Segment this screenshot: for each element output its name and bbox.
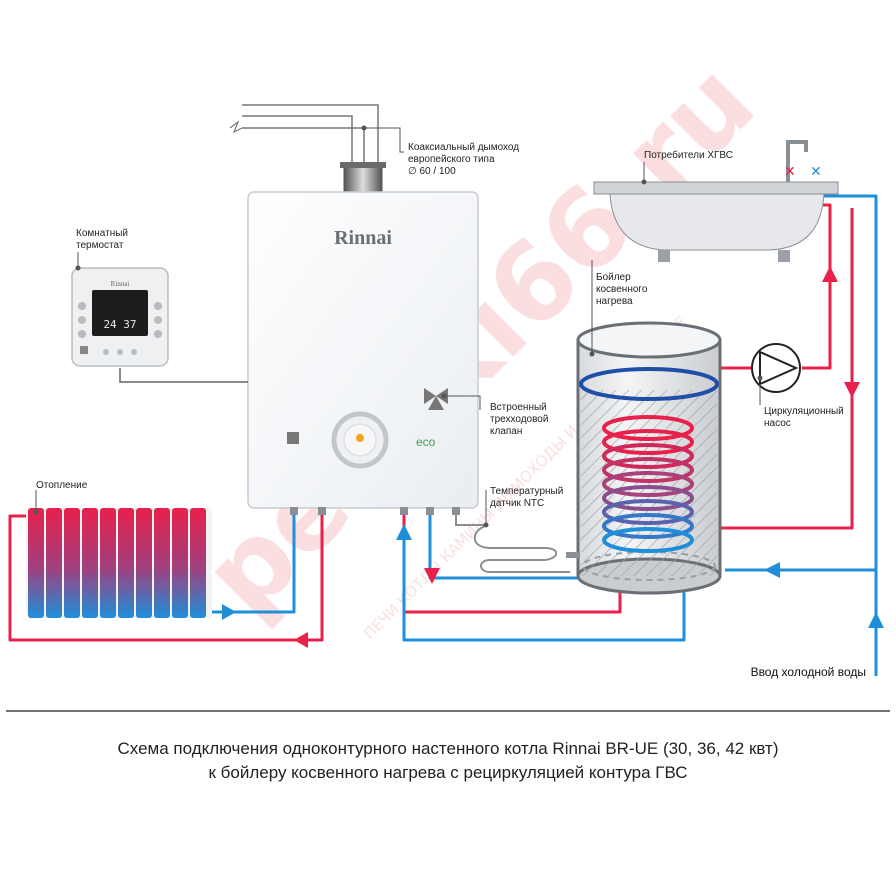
- pump-label-line2: насос: [764, 418, 791, 429]
- pump-label: Циркуляционный насос: [764, 406, 844, 429]
- valve-label-line1: Встроенный: [490, 402, 547, 413]
- coaxial-chimney: [229, 104, 386, 196]
- chimney-duct: [242, 104, 379, 169]
- pointer-chimney: [364, 127, 404, 153]
- heating-coil: [602, 415, 694, 553]
- tank-top: [576, 321, 722, 359]
- ntc-label-line1: Температурный: [490, 486, 563, 497]
- ntc-label-line2: датчик NTC: [490, 498, 544, 509]
- faucet: [786, 140, 808, 182]
- heating-return-pipe: [212, 513, 296, 614]
- arrow-heating-supply: [294, 632, 308, 648]
- arrow-coil-supply: [424, 568, 440, 584]
- chimney-break: [229, 120, 243, 134]
- pointer-valve: [444, 395, 481, 410]
- dot-thermostat: [75, 265, 81, 271]
- arrow-recirculation-down: [844, 382, 860, 398]
- heating-label: Отопление: [36, 480, 88, 491]
- thermostat-cable: [119, 368, 248, 383]
- arrow-heating-return: [222, 604, 236, 620]
- chimney-label-line3: ∅ 60 / 100: [408, 166, 456, 177]
- ntc-label: Температурный датчик NTC: [490, 486, 563, 509]
- caption-line2: к бойлеру косвенного нагрева с рециркуля…: [208, 763, 687, 782]
- dot-heating: [33, 509, 39, 515]
- cold-to-consumers-pipe: [822, 194, 878, 570]
- boiler-logo: Rinnai: [334, 227, 392, 249]
- tank-label-line3: нагрева: [596, 296, 633, 307]
- valve-label: Встроенный трехходовой клапан: [490, 402, 548, 437]
- thermostat-label-line1: Комнатный: [76, 228, 128, 239]
- chimney-label-line2: европейского типа: [408, 154, 495, 165]
- radiator-sections: [28, 508, 206, 618]
- indirect-boiler-tank: [566, 321, 722, 595]
- thermostat-display: 24 37: [103, 318, 136, 331]
- valve-label-line2: трехходовой: [490, 414, 548, 425]
- circulation-pump: [751, 343, 801, 393]
- dot-chimney: [361, 125, 367, 131]
- thermostat-brand: Rinnai: [111, 280, 130, 288]
- chimney-label-line1: Коаксиальный дымоход: [408, 142, 519, 153]
- hot-tap-icon: ✕: [784, 163, 796, 179]
- boiler-connections: [290, 507, 460, 515]
- boiler-qr-code: [287, 432, 299, 444]
- dot-ntc: [483, 522, 489, 528]
- tank-label-line2: косвенного: [596, 284, 648, 295]
- dot-tank: [589, 351, 595, 357]
- pump-icon: [759, 350, 799, 386]
- tank-water-level: [579, 367, 719, 401]
- boiler-body: [247, 191, 479, 509]
- thermostat-label: Комнатный термостат: [76, 228, 128, 251]
- ntc-sensor-cable: [455, 514, 570, 573]
- thermostat-screen: [92, 290, 148, 336]
- radiator: [26, 508, 212, 618]
- recirculation-pipe: [720, 208, 854, 530]
- caption-line1: Схема подключения одноконтурного настенн…: [118, 739, 779, 758]
- thermostat-label-line2: термостат: [76, 240, 124, 251]
- arrow-cold-up: [868, 612, 884, 628]
- tank-label-line1: Бойлер: [596, 272, 631, 283]
- cold-inlet-label: Ввод холодной воды: [751, 665, 866, 679]
- dot-consumers: [641, 179, 647, 185]
- chimney-label: Коаксиальный дымоход европейского типа ∅…: [408, 142, 519, 177]
- heating-supply-pipe: [8, 513, 324, 642]
- bathtub: ✕ ✕: [593, 140, 839, 262]
- bathtub-body: [609, 193, 825, 251]
- label-pointers: [35, 127, 761, 525]
- arrow-cold-left: [764, 562, 780, 578]
- arrow-consumers-up: [822, 266, 838, 282]
- tank-label: Бойлер косвенного нагрева: [596, 272, 648, 307]
- chimney-pipe: [343, 164, 383, 196]
- cold-water-pipe: [725, 568, 878, 676]
- wall-boiler: Rinnai eco: [247, 191, 479, 515]
- dhw-inlet-pipe: [402, 530, 686, 642]
- arrow-dhw-up: [396, 524, 412, 540]
- dot-valve: [441, 393, 447, 399]
- cold-tap-icon: ✕: [810, 163, 822, 179]
- room-thermostat: Rinnai 24 37: [71, 267, 169, 367]
- flow-arrows: [222, 266, 884, 648]
- dot-pump: [757, 375, 763, 381]
- consumers-label: Потребители ХГВС: [644, 149, 733, 161]
- boiler-eco-logo: eco: [416, 435, 436, 449]
- bathtub-rim: [593, 181, 839, 195]
- ntc-sensor-port: [566, 552, 580, 558]
- pump-label-line1: Циркуляционный: [764, 406, 844, 417]
- valve-label-line3: клапан: [490, 426, 522, 437]
